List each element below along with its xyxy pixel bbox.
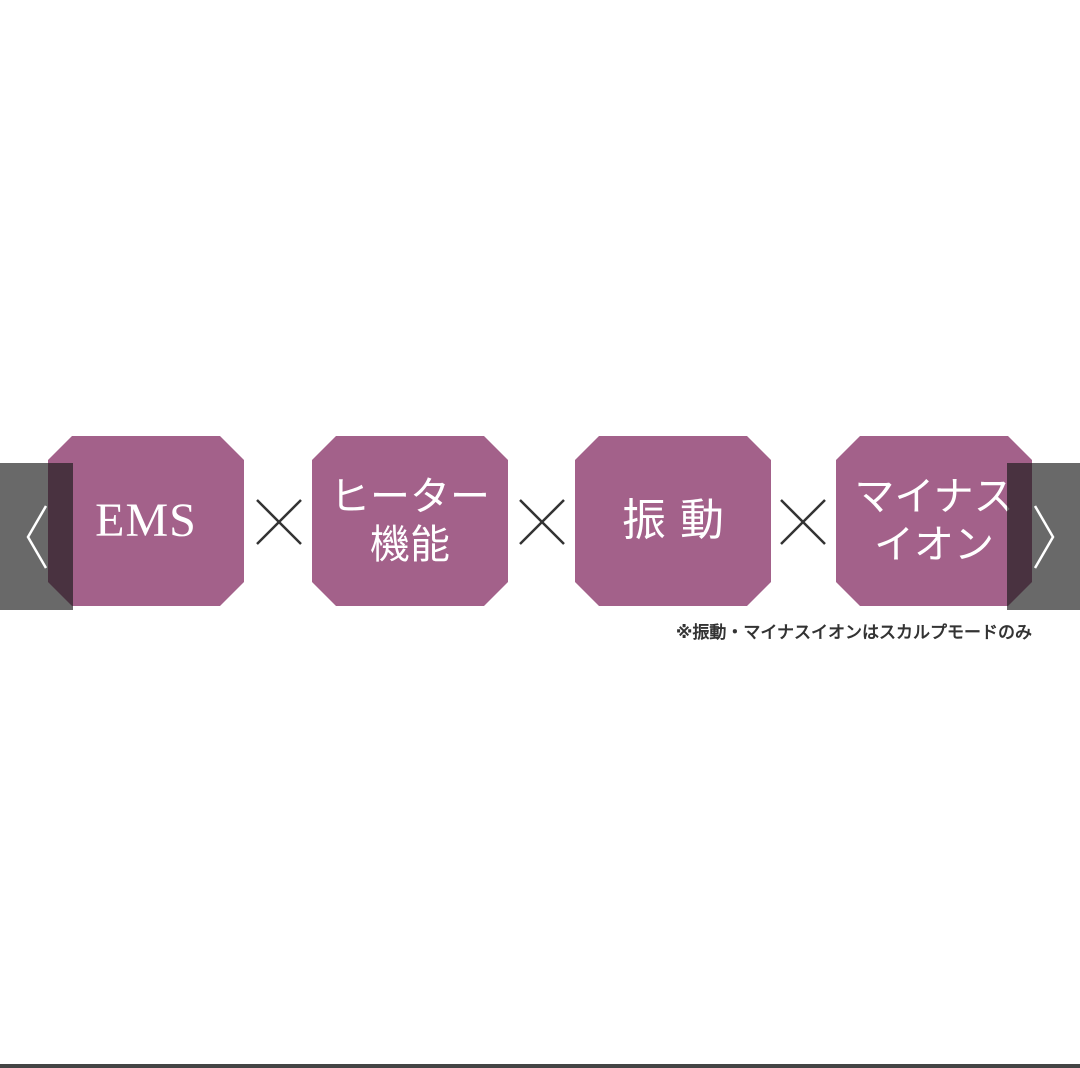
bottom-divider (0, 1064, 1080, 1068)
multiply-icon (517, 497, 567, 547)
footnote: ※振動・マイナスイオンはスカルプモードのみ (675, 623, 1032, 643)
feature-heater-label: ヒーター 機能 (330, 474, 490, 568)
prev-slide-button[interactable] (0, 463, 73, 610)
chevron-left-icon (22, 502, 52, 572)
feature-heater: ヒーター 機能 (312, 436, 508, 606)
next-slide-button[interactable] (1007, 463, 1080, 610)
feature-vibration: 振 動 (575, 436, 771, 606)
feature-ems-label: EMS (95, 494, 197, 548)
feature-ems: EMS (48, 436, 244, 606)
feature-negative-ion: マイナス イオン (836, 436, 1032, 606)
feature-negative-ion-label: マイナス イオン (854, 474, 1014, 568)
feature-vibration-label: 振 動 (622, 494, 724, 546)
multiply-icon (778, 497, 828, 547)
chevron-right-icon (1029, 502, 1059, 572)
multiply-icon (254, 497, 304, 547)
